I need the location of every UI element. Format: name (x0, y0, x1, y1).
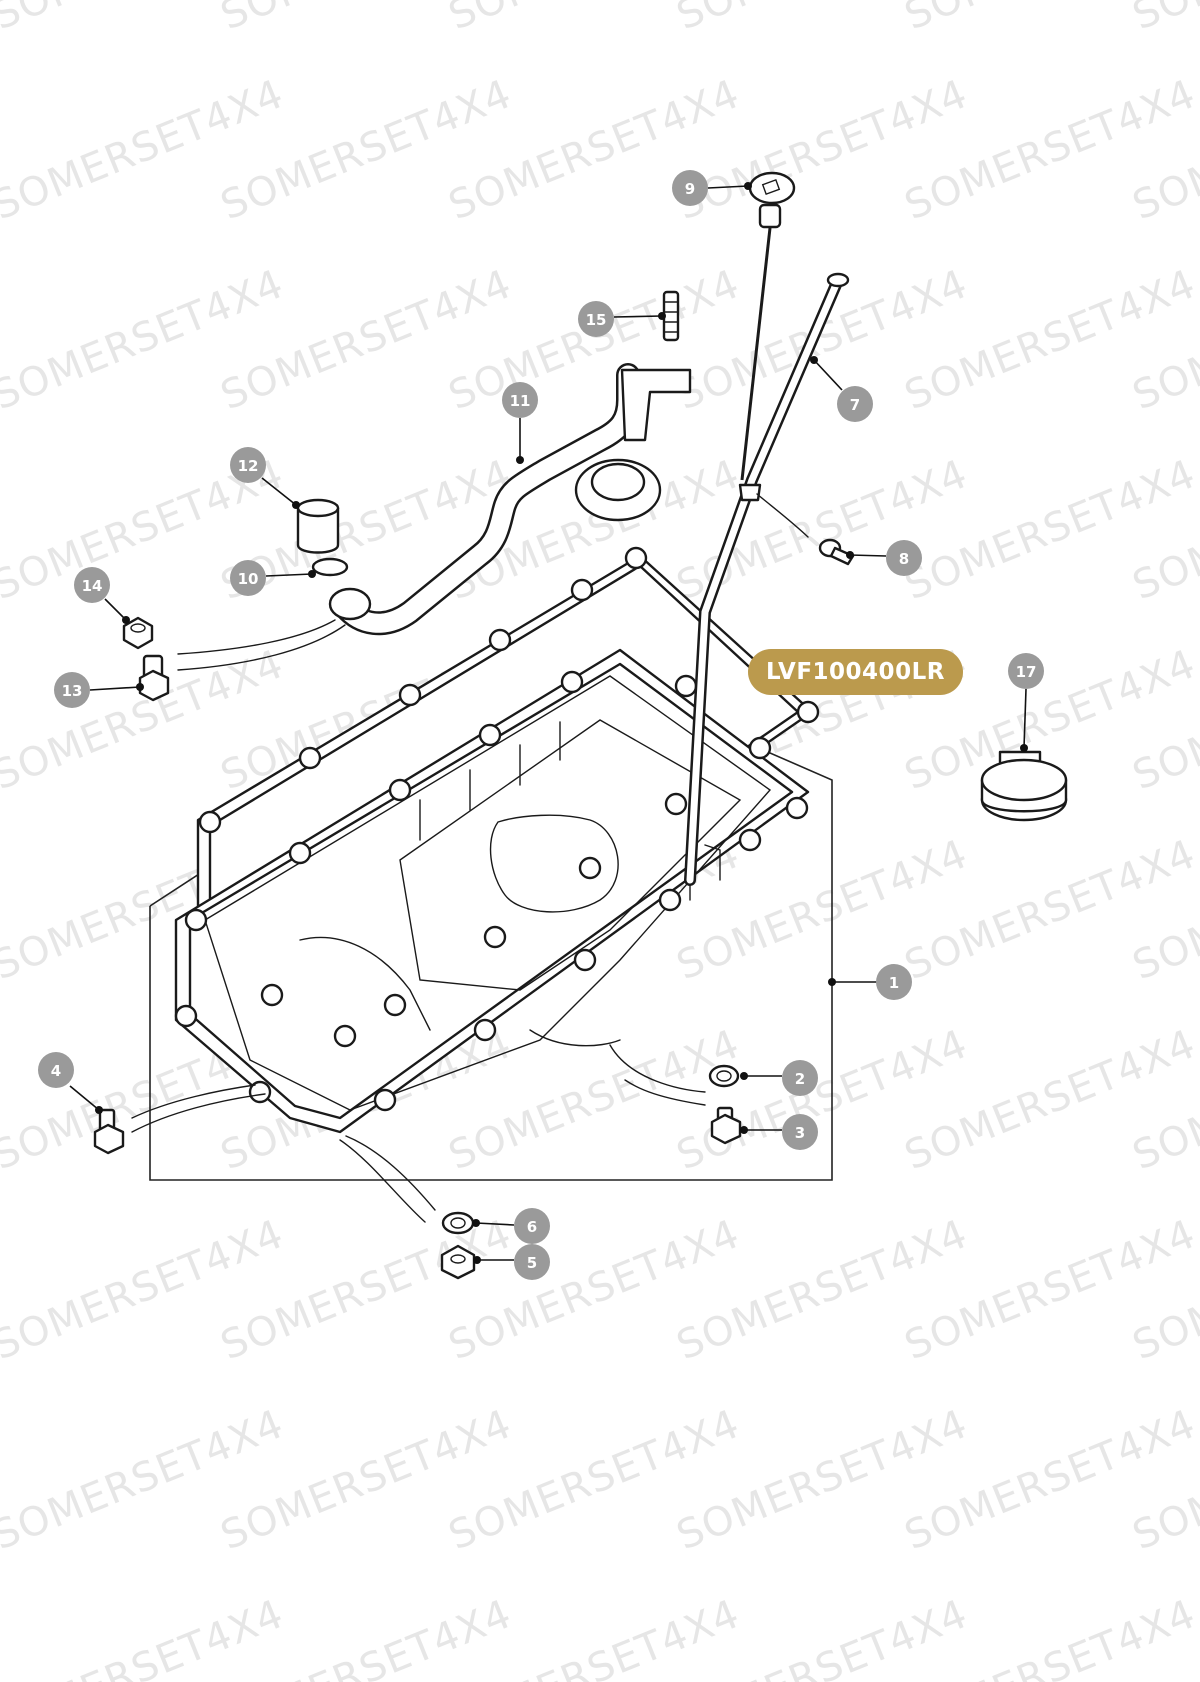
callout-leader-dot (1020, 744, 1028, 752)
callout-circle[interactable] (782, 1060, 818, 1096)
oil-pickup-pipe (328, 363, 692, 636)
callout-leader (1023, 688, 1027, 749)
callout-leader-dot (658, 312, 666, 320)
callout-circle[interactable] (672, 170, 708, 206)
drain-washer (708, 1064, 740, 1088)
callout-circle[interactable] (38, 1052, 74, 1088)
part-number-badge[interactable]: LVF100400LR (748, 649, 963, 695)
nut (122, 616, 154, 650)
callout-number: 10 (238, 570, 259, 588)
oil-pan (149, 546, 833, 1181)
callout-4[interactable]: 4 (38, 1052, 103, 1114)
dipstick-tube (684, 272, 850, 886)
callout-leader (265, 573, 313, 577)
callout-number: 6 (527, 1218, 537, 1236)
callout-number: 15 (586, 311, 607, 329)
callout-leader-dot (308, 570, 316, 578)
callout-circle[interactable] (514, 1244, 550, 1280)
callout-number: 5 (527, 1254, 537, 1272)
callout-leader (261, 477, 297, 506)
callout-circle[interactable] (578, 301, 614, 337)
callout-leader-dot (473, 1256, 481, 1264)
watermark-text: SOMERSET4X4 (1127, 0, 1200, 39)
callout-12[interactable]: 12 (230, 447, 300, 509)
callout-leader-dot (292, 501, 300, 509)
callout-circle[interactable] (876, 964, 912, 1000)
sleeve (296, 498, 340, 554)
callout-number: 4 (51, 1062, 61, 1080)
callout-14[interactable]: 14 (74, 567, 130, 624)
callout-6[interactable]: 6 (472, 1208, 550, 1244)
watermark-text: SOMERSET4X4 (0, 1591, 290, 1682)
callout-circle[interactable] (230, 560, 266, 596)
callout-leader-dot (828, 978, 836, 986)
callout-leader-dot (846, 551, 854, 559)
callout-15[interactable]: 15 (578, 301, 666, 337)
callout-number: 12 (238, 457, 259, 475)
callout-leader (613, 315, 663, 318)
callout-leader (89, 686, 141, 691)
callout-leader-dot (740, 1072, 748, 1080)
callout-7[interactable]: 7 (810, 356, 873, 422)
drain-plug (609, 1044, 742, 1145)
callout-number: 2 (795, 1070, 805, 1088)
callout-circle[interactable] (514, 1208, 550, 1244)
callout-leader-dot (516, 456, 524, 464)
pan-nut (339, 1135, 476, 1280)
callout-number: 9 (685, 180, 695, 198)
callout-leader-dot (95, 1106, 103, 1114)
callout-number: 14 (82, 577, 103, 595)
callout-number: 7 (850, 396, 860, 414)
callout-11[interactable]: 11 (502, 382, 538, 464)
callout-leader (849, 554, 887, 557)
callout-2[interactable]: 2 (740, 1060, 818, 1096)
callout-circle[interactable] (837, 386, 873, 422)
callout-number: 17 (1016, 663, 1037, 681)
screw (756, 493, 855, 566)
callout-8[interactable]: 8 (846, 540, 922, 576)
callout-number: 3 (795, 1124, 805, 1142)
callout-1[interactable]: 1 (828, 964, 912, 1000)
callout-leader (104, 598, 127, 621)
callout-leader-dot (740, 1126, 748, 1134)
callout-circle[interactable] (54, 672, 90, 708)
callout-leader-dot (744, 182, 752, 190)
callout-leader (707, 185, 749, 189)
callout-circle[interactable] (74, 567, 110, 603)
callout-leader-dot (472, 1219, 480, 1227)
callout-number: 8 (899, 550, 909, 568)
callout-number: 13 (62, 682, 83, 700)
bolt (138, 619, 346, 702)
callout-circle[interactable] (782, 1114, 818, 1150)
stud (662, 290, 680, 342)
callout-9[interactable]: 9 (672, 170, 752, 206)
pan-bolt (93, 1084, 266, 1155)
callout-leader-dot (136, 683, 144, 691)
callout-17[interactable]: 17 (1008, 653, 1044, 752)
callout-13[interactable]: 13 (54, 672, 144, 708)
callout-5[interactable]: 5 (473, 1244, 550, 1280)
callout-10[interactable]: 10 (230, 560, 316, 596)
callout-circle[interactable] (502, 382, 538, 418)
gasket-bolt-holes (174, 546, 820, 1112)
callout-leader-dot (122, 616, 130, 624)
callout-circle[interactable] (230, 447, 266, 483)
washer (441, 1211, 475, 1235)
dipstick (740, 171, 796, 481)
o-ring (311, 557, 349, 577)
callout-leader (475, 1222, 515, 1226)
callout-leader (813, 359, 843, 391)
callout-circle[interactable] (1008, 653, 1044, 689)
callout-3[interactable]: 3 (740, 1114, 818, 1150)
callout-number: 11 (510, 392, 531, 410)
callout-leader-dot (810, 356, 818, 364)
callout-number: 1 (889, 974, 899, 992)
callout-circle[interactable] (886, 540, 922, 576)
callout-leader (69, 1085, 100, 1111)
cap (980, 750, 1068, 822)
